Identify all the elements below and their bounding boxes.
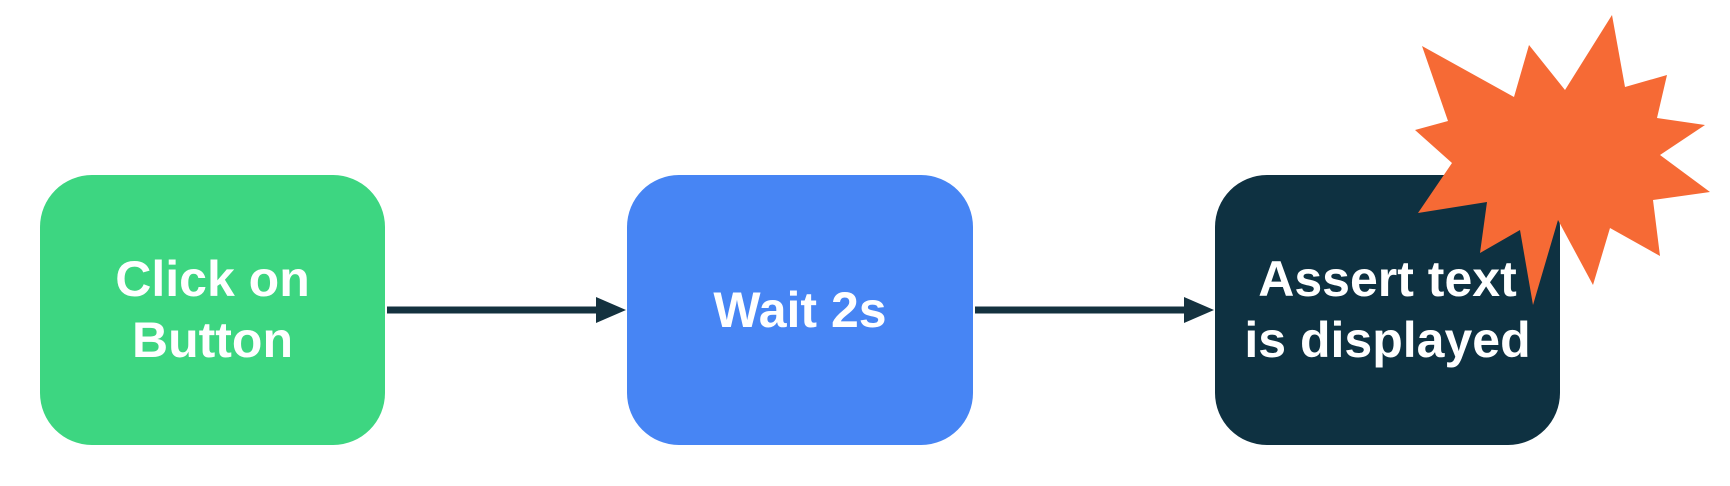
connector-arrow-1 [387, 297, 626, 323]
node-label: Click on Button [115, 251, 310, 368]
arrowhead-icon [596, 297, 626, 323]
flow-node-wait-2s: Wait 2s [627, 175, 973, 445]
connector-arrow-2 [975, 297, 1214, 323]
arrowhead-icon [1184, 297, 1214, 323]
node-label: Assert text is displayed [1244, 251, 1531, 368]
node-label: Wait 2s [713, 281, 887, 338]
flow-node-assert-text-is-displayed: Assert text is displayed [1215, 175, 1560, 445]
flow-node-click-on-button: Click on Button [40, 175, 385, 445]
